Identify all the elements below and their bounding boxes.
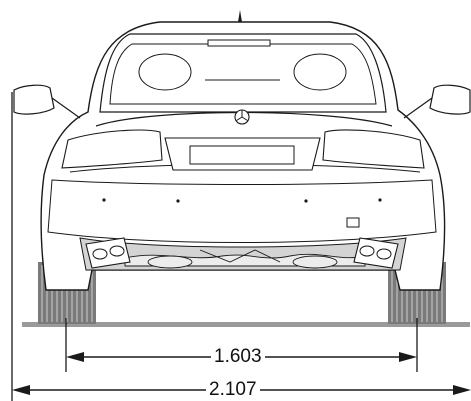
tail-light-right [322, 129, 425, 169]
license-plate [189, 145, 295, 165]
mirror-right-arm [403, 97, 433, 119]
mirror-left [13, 84, 55, 115]
headrest-right [293, 53, 347, 91]
overall-width-label: 2.107 [206, 380, 260, 400]
parking-sensors [102, 198, 382, 203]
mirror-right [429, 84, 471, 115]
ground-line [22, 322, 470, 327]
tow-hook-cover [346, 217, 360, 228]
third-brake-light [207, 39, 271, 47]
underbody-components [124, 249, 366, 269]
exhaust-tip-right [353, 237, 399, 269]
track-width-arrow-right [399, 352, 417, 362]
brand-star-emblem [234, 109, 250, 125]
rear-bumper [47, 179, 437, 243]
mirror-left-arm [51, 97, 81, 119]
rear-window-glass [109, 43, 377, 105]
antenna [238, 10, 242, 22]
exhaust-tip-left [85, 237, 131, 269]
track-width-label: 1.603 [211, 347, 265, 367]
overall-width-arrow-right [453, 385, 471, 395]
headrest-left [138, 53, 192, 91]
track-width-arrow-left [66, 352, 84, 362]
tail-light-left [61, 129, 163, 169]
overall-width-arrow-left [12, 385, 30, 395]
